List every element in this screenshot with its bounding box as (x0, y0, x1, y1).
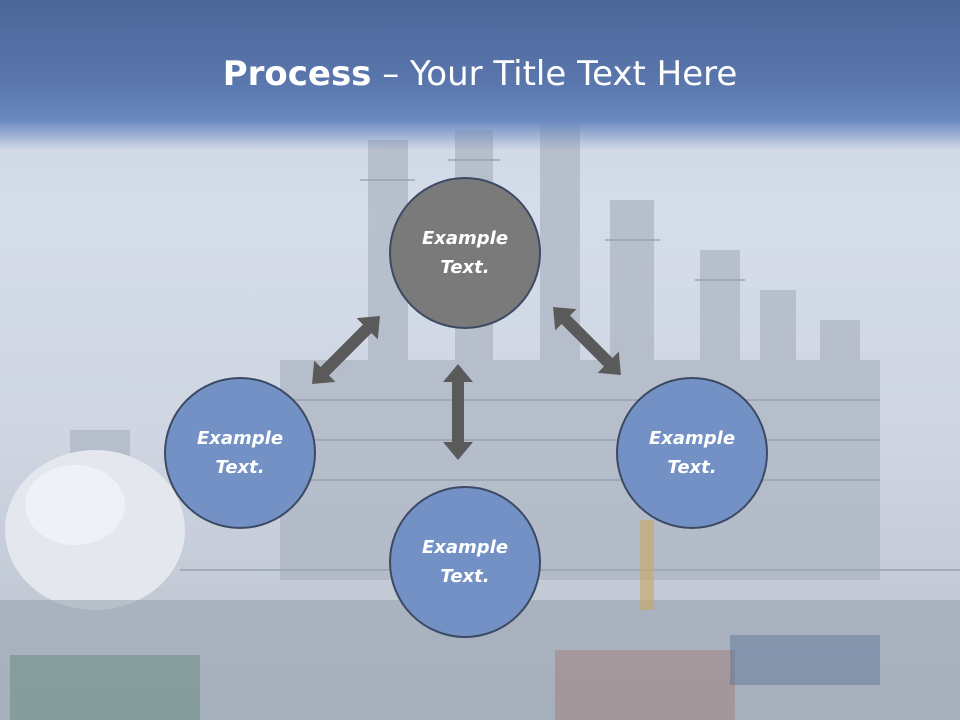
process-node-top[interactable]: Example Text. (389, 177, 541, 329)
double-arrow-top-right[interactable] (542, 296, 631, 385)
node-top-label: Example Text. (421, 228, 509, 278)
node-left-label: Example Text. (196, 428, 284, 478)
node-right-label: Example Text. (648, 428, 736, 478)
title-bold-text: Process (222, 54, 372, 94)
node-bottom-label: Example Text. (421, 537, 509, 587)
title-rest-text: – Your Title Text Here (371, 54, 738, 94)
title-band (0, 0, 960, 150)
process-node-bottom[interactable]: Example Text. (389, 486, 541, 638)
process-node-right[interactable]: Example Text. (616, 377, 768, 529)
process-node-left[interactable]: Example Text. (164, 377, 316, 529)
double-arrow-vertical[interactable] (443, 364, 473, 460)
double-arrow-top-left[interactable] (301, 305, 390, 394)
slide-title[interactable]: Process – Your Title Text Here (0, 52, 960, 96)
